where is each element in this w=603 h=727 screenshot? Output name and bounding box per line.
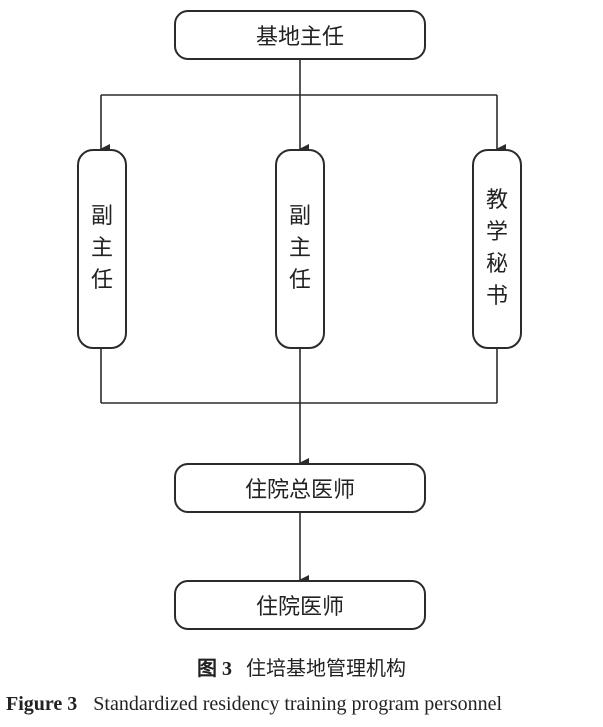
node-resident-label: 住院医师 xyxy=(255,595,344,620)
node-secretary-char: 书 xyxy=(485,284,508,309)
node-resident: 住院医师 xyxy=(174,580,426,630)
node-secretary-char: 教 xyxy=(485,188,508,213)
caption-cn-label: 图 3 xyxy=(197,658,232,680)
node-deputy-left-char: 任 xyxy=(90,268,113,293)
node-deputy-mid-char: 任 xyxy=(288,268,311,293)
caption-cn-title: 住培基地管理机构 xyxy=(246,656,406,680)
node-director-label: 基地主任 xyxy=(255,25,344,50)
node-director: 基地主任 xyxy=(174,10,426,60)
caption-en-title: Standardized residency training program … xyxy=(93,693,503,715)
node-chief-resident-label: 住院总医师 xyxy=(244,478,355,503)
node-deputy-mid-char: 主 xyxy=(288,236,311,261)
node-secretary-char: 秘 xyxy=(485,252,508,277)
caption-en: Figure 3 Standardized residency training … xyxy=(6,693,502,716)
node-secretary-char: 学 xyxy=(485,220,508,245)
node-deputy-mid-char: 副 xyxy=(288,204,311,229)
node-deputy-left: 副 主 任 xyxy=(77,149,127,349)
node-deputy-mid: 副 主 任 xyxy=(275,149,325,349)
node-deputy-left-char: 副 xyxy=(90,204,113,229)
caption-en-label: Figure 3 xyxy=(6,693,78,715)
node-chief-resident: 住院总医师 xyxy=(174,463,426,513)
node-secretary: 教 学 秘 书 xyxy=(472,149,522,349)
node-deputy-left-char: 主 xyxy=(90,236,113,261)
caption-cn: 图 3 住培基地管理机构 xyxy=(0,652,603,681)
